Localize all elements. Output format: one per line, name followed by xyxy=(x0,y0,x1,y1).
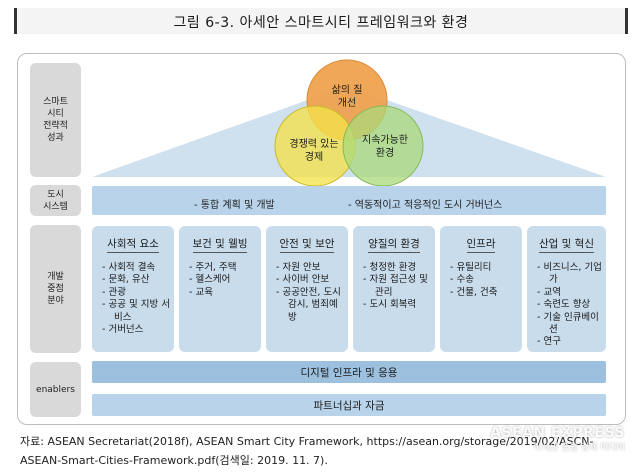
focus-area-title-wrap: 양질의 환경 xyxy=(353,236,435,253)
focus-area-item: - 헬스케어 xyxy=(189,274,231,286)
circle-label-quality-of-life: 삶의 질 개선 xyxy=(331,85,363,109)
row-label-enablers: enablers xyxy=(30,362,81,417)
watermark-tagline: 아세안 종합 경제 미디어 xyxy=(533,443,625,453)
focus-area-title-wrap: 보건 및 웰빙 xyxy=(179,236,261,253)
focus-area-list: - 유틸리티- 수송- 건물, 건축 xyxy=(450,262,518,299)
row-label-system: 도시 시스템 xyxy=(30,185,81,216)
focus-area-column: 인프라 - 유틸리티- 수송- 건물, 건축 xyxy=(440,226,522,352)
row-label-outcomes: 스마트 시티 전략적 성과 xyxy=(30,63,81,177)
focus-area-column: 양질의 환경 - 청정한 환경- 자원 접근성 및 관리- 도시 회복력 xyxy=(353,226,435,352)
focus-area-item: - 주거, 주택 xyxy=(189,262,237,273)
focus-area-item: - 수송 xyxy=(450,274,474,286)
focus-area-list: - 자원 안보- 사이버 안보- 공공안전, 도시 감시, 범죄예방 xyxy=(276,262,344,324)
focus-area-item: - 숙련도 향상 xyxy=(537,299,591,311)
focus-area-item: - 기술 인큐베이션 xyxy=(537,311,599,336)
focus-area-title: 인프라 xyxy=(466,238,496,253)
watermark-name: ASEAN EXPRESS xyxy=(490,425,625,441)
focus-area-title: 사회적 요소 xyxy=(107,238,159,253)
focus-area-list: - 주거, 주택- 헬스케어- 교육 xyxy=(189,262,257,299)
focus-area-item: - 교육 xyxy=(189,286,213,298)
circle-label-sustainable-environment: 지속가능한 환경 xyxy=(362,135,408,159)
focus-area-item: - 사회적 결속 xyxy=(102,262,156,273)
enabler-digital-label: 디지털 인프라 및 응용 xyxy=(300,367,398,379)
figure-title-bar: 그림 6-3. 아세안 스마트시티 프레임워크와 환경 xyxy=(14,8,628,34)
focus-area-item: - 유틸리티 xyxy=(450,262,492,273)
circle-label-competitive-economy: 경쟁력 있는 경제 xyxy=(289,139,339,163)
focus-area-title: 양질의 환경 xyxy=(368,238,420,253)
focus-area-item: - 도시 회복력 xyxy=(363,299,417,311)
focus-area-list: - 청정한 환경- 자원 접근성 및 관리- 도시 회복력 xyxy=(363,262,431,312)
focus-area-list: - 사회적 결속- 문화, 유산- 관광- 공공 및 지방 서비스- 거버넌스 xyxy=(102,262,170,336)
focus-area-column: 보건 및 웰빙 - 주거, 주택- 헬스케어- 교육 xyxy=(179,226,261,352)
focus-area-item: - 자원 안보 xyxy=(276,262,321,273)
system-item-governance: - 역동적이고 적응적인 도시 거버넌스 xyxy=(348,200,503,211)
source-line-2: ASEAN-Smart-Cities-Framework.pdf(검색일: 20… xyxy=(20,454,328,467)
focus-area-column: 사회적 요소 - 사회적 결속- 문화, 유산- 관광- 공공 및 지방 서비스-… xyxy=(92,226,174,352)
enabler-band-partnership: 파트너십과 자금 xyxy=(92,394,606,416)
focus-area-title-wrap: 인프라 xyxy=(440,236,522,253)
focus-area-item: - 공공 및 지방 서비스 xyxy=(102,299,170,323)
figure-title: 그림 6-3. 아세안 스마트시티 프레임워크와 환경 xyxy=(173,15,469,31)
row-label-focus: 개발 중점 분야 xyxy=(30,225,81,353)
watermark: ASEAN EXPRESS 아세안 종합 경제 미디어 xyxy=(490,425,625,453)
focus-area-item: - 문화, 유산 xyxy=(102,274,150,286)
focus-area-column: 안전 및 보안 - 자원 안보- 사이버 안보- 공공안전, 도시 감시, 범죄예… xyxy=(266,226,348,352)
enabler-band-digital: 디지털 인프라 및 응용 xyxy=(92,361,606,383)
enabler-partnership-label: 파트너십과 자금 xyxy=(313,400,385,412)
focus-area-title-wrap: 사회적 요소 xyxy=(92,236,174,253)
source-line-1: 자료: ASEAN Secretariat(2018f), ASEAN Smar… xyxy=(20,435,594,448)
focus-area-item: - 건물, 건축 xyxy=(450,286,498,298)
focus-area-title-wrap: 산업 및 혁신 xyxy=(527,236,606,253)
focus-area-item: - 청정한 환경 xyxy=(363,262,417,273)
focus-area-item: - 거버넌스 xyxy=(102,324,144,336)
focus-area-title-wrap: 안전 및 보안 xyxy=(266,236,348,253)
urban-system-band xyxy=(92,186,606,215)
focus-area-item: - 관광 xyxy=(102,286,126,298)
focus-area-item: - 교역 xyxy=(537,286,561,298)
focus-area-list: - 비즈니스, 기업가- 교역- 숙련도 향상- 기술 인큐베이션- 연구 xyxy=(537,262,602,349)
system-item-integrated-planning: - 통합 계획 및 개발 xyxy=(194,200,275,211)
focus-area-item: - 사이버 안보 xyxy=(276,274,330,286)
focus-area-item: - 자원 접근성 및 관리 xyxy=(363,274,428,298)
focus-area-item: - 연구 xyxy=(537,336,561,348)
focus-area-item: - 비즈니스, 기업가 xyxy=(537,262,602,286)
focus-area-title: 안전 및 보안 xyxy=(279,238,335,253)
focus-area-title: 산업 및 혁신 xyxy=(539,238,594,253)
focus-area-item: - 공공안전, 도시 감시, 범죄예방 xyxy=(276,286,341,323)
focus-area-column: 산업 및 혁신 - 비즈니스, 기업가- 교역- 숙련도 향상- 기술 인큐베이션… xyxy=(527,226,606,352)
outcomes-diagram xyxy=(92,59,606,187)
focus-area-title: 보건 및 웰빙 xyxy=(192,238,248,253)
